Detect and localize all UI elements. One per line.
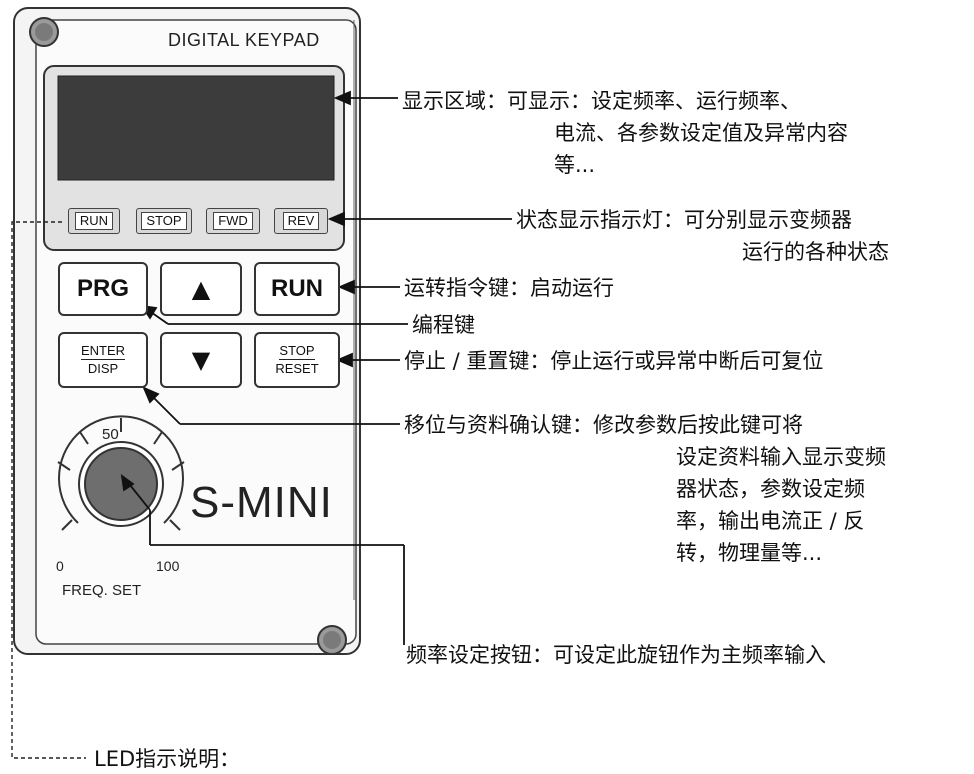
up-key[interactable]: ▲: [160, 262, 242, 316]
enter-disp-key[interactable]: ENTER DISP: [58, 332, 148, 388]
annotation-enter-key-line1: 移位与资料确认键：修改参数后按此键可将: [404, 413, 803, 437]
annotation-run-key: 运转指令键：启动运行: [404, 276, 614, 300]
up-arrow-icon: ▲: [191, 275, 211, 303]
down-key[interactable]: ▼: [160, 332, 242, 388]
screw-top-left-inner: [35, 23, 53, 41]
led-rev: REV: [274, 208, 328, 234]
led-stop: STOP: [136, 208, 192, 234]
knob-label: FREQ. SET: [62, 582, 142, 599]
led-note-dashed-line: [11, 221, 86, 759]
display-screen: [57, 75, 335, 181]
annotation-prg-key: 编程键: [412, 313, 475, 337]
annotation-enter-key-line2: 设定资料输入显示变频: [676, 445, 886, 469]
run-key-label: RUN: [271, 275, 323, 302]
annotation-display-line3: 等...: [554, 153, 596, 177]
led-fwd: FWD: [206, 208, 260, 234]
enter-key-label: ENTER: [80, 342, 126, 360]
run-key[interactable]: RUN: [254, 262, 340, 316]
annotation-freq-knob: 频率设定按钮：可设定此旋钮作为主频率输入: [406, 643, 826, 667]
freq-knob: [84, 447, 158, 521]
annotation-lines: [120, 90, 512, 645]
down-arrow-icon: ▼: [191, 346, 211, 374]
knob-scale-0: 0: [56, 558, 64, 574]
annotation-display-line2: 电流、各参数设定值及异常内容: [554, 121, 848, 145]
knob-scale-arc: [58, 415, 184, 524]
annotation-led-note: LED指示说明：: [94, 747, 241, 771]
annotation-enter-key-line4: 率，输出电流正 / 反: [676, 509, 865, 533]
annotation-status-leds-line1: 状态显示指示灯：可分别显示变频器: [516, 208, 852, 232]
led-run: RUN: [68, 208, 120, 234]
disp-key-label: DISP: [87, 360, 119, 376]
reset-key-label: RESET: [275, 360, 319, 376]
annotation-enter-key-line5: 转，物理量等...: [676, 541, 823, 565]
model-name: S-MINI: [190, 478, 333, 527]
annotation-stop-key: 停止 / 重置键：停止运行或异常中断后可复位: [404, 349, 824, 373]
knob-ticks: [57, 418, 185, 531]
knob-scale-100: 100: [156, 558, 180, 574]
prg-key[interactable]: PRG: [58, 262, 148, 316]
prg-key-label: PRG: [76, 275, 129, 302]
annotation-enter-key-line3: 器状态，参数设定频: [676, 477, 865, 501]
annotation-display-line1: 显示区域：可显示：设定频率、运行频率、: [402, 89, 801, 113]
stop-reset-key[interactable]: STOP RESET: [254, 332, 340, 388]
stop-key-label: STOP: [279, 342, 315, 360]
knob-scale-50: 50: [102, 426, 119, 443]
screw-bottom-right-inner: [323, 631, 341, 649]
keypad-title: DIGITAL KEYPAD: [168, 30, 320, 50]
annotation-status-leds-line2: 运行的各种状态: [742, 240, 889, 264]
